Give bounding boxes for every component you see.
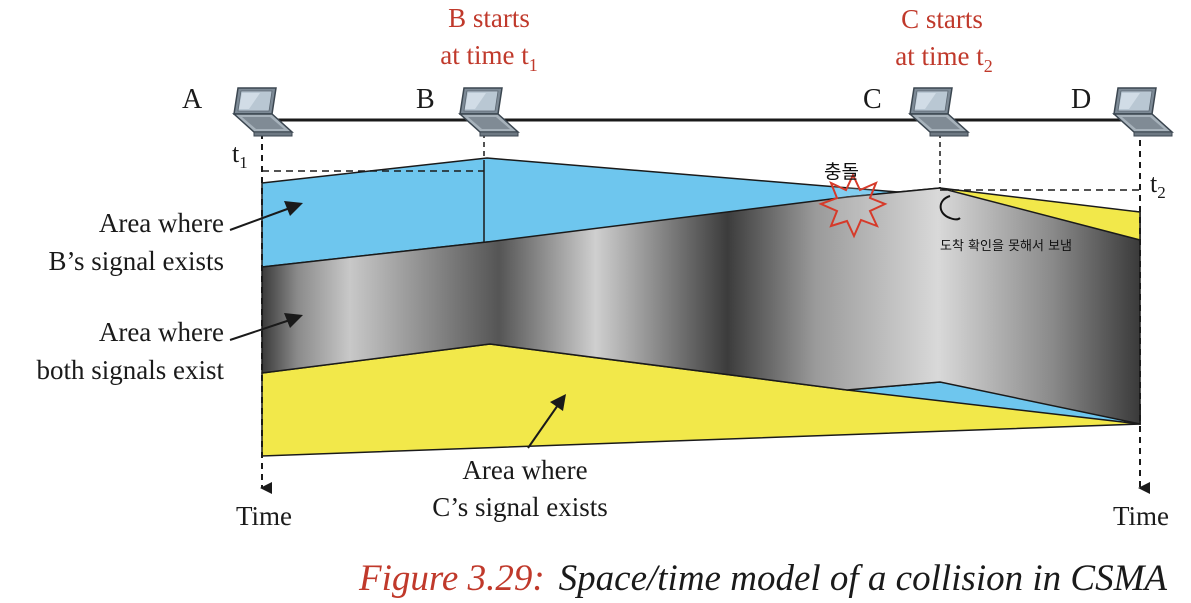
laptop-icon [459,87,519,137]
collision-handwritten-note: 충돌 [824,161,859,183]
area-both-signals [261,187,1141,425]
area-b-label-line1: Area where [99,208,224,238]
station-label-a: A [182,84,203,115]
area-both-label-line2: both signals exist [37,355,225,385]
arrow-to-b-area [229,201,303,231]
curved-hook-icon [939,195,961,221]
t2-mark: t2 [1150,169,1166,202]
t1-mark: t1 [232,139,248,172]
figure-caption: Figure 3.29:Space/time model of a collis… [358,558,1167,599]
detection-handwritten-note: 도착 확인을 못해서 보냄 [940,239,1072,254]
laptop-icon [233,87,293,137]
left-time-label: Time [236,501,292,531]
area-both-label-line1: Area where [99,317,224,347]
area-c-label-line1: Area where [462,455,587,485]
b-start-label-line2: at time t1 [440,40,537,75]
arrow-to-c-area [527,394,566,449]
right-time-label: Time [1113,501,1169,531]
laptop-icon [1113,87,1173,137]
station-label-b: B [416,84,435,115]
area-c-label-line2: C’s signal exists [432,492,608,522]
c-start-label-line1: C starts [901,4,983,34]
station-label-c: C [863,84,882,115]
c-start-label-line2: at time t2 [895,41,992,76]
b-start-label-line1: B starts [448,3,530,33]
area-b-label-line2: B’s signal exists [48,246,224,276]
laptop-icon [909,87,969,137]
arrow-to-both-area [229,313,303,341]
starburst-icon [818,172,888,239]
station-label-d: D [1071,84,1091,115]
